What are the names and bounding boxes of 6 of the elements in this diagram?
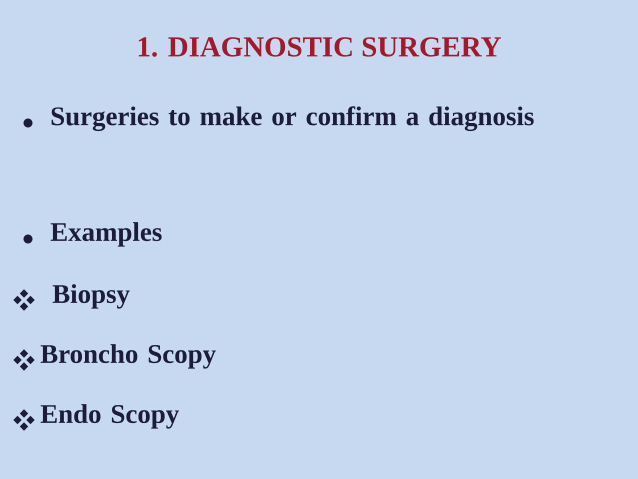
bullet-text: Examples xyxy=(50,222,162,247)
bullet-text: Biopsy xyxy=(52,284,130,309)
bullet-text: Endo Scopy xyxy=(40,404,179,429)
slide-title: 1. DIAGNOSTIC SURGERY xyxy=(138,37,501,57)
bullet-text: Broncho Scopy xyxy=(40,344,216,369)
bullet-text: Surgeries to make or confirm a diagnosis xyxy=(52,106,534,132)
